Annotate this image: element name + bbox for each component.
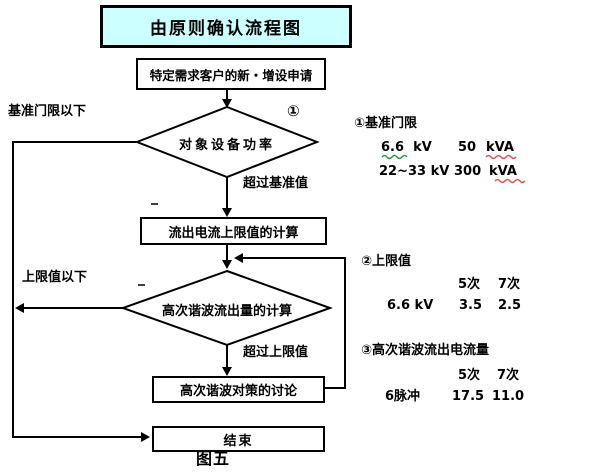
decision2-label: 高次谐波流出量的计算 [161,304,292,319]
note3-row1-value1: 17.5 [452,389,485,404]
flow-process2-label: 高次谐波对策的讨论 [179,384,297,399]
flow-process1-box: 流出电流上限值的计算 [140,217,327,245]
note1-row1-label: 6.6 kV [381,140,432,155]
note2-col1-header: 5次 [458,277,481,292]
arrowhead-into-decision1 [222,99,232,108]
connector-feedback-loop [241,257,346,389]
flow-process1-label: 流出电流上限值的计算 [168,225,299,241]
note2-heading: ②上限值 [361,254,412,269]
note3-col2-header: 7次 [497,368,520,383]
arrowhead-decision2-no [15,303,24,313]
decision1-label: 对象设备功率 [178,138,275,153]
green-squiggle-66kv [381,154,408,160]
arrowhead-into-process1 [222,208,232,217]
arrowhead-into-process2 [222,367,232,376]
arrowhead-into-decision2 [222,260,232,269]
figure-caption: 图五 [196,449,231,468]
flow-start-label: 特定需求客户的新・增设申请 [149,67,313,83]
page-title: 由原则确认流程图 [100,5,352,48]
flow-process2-box: 高次谐波对策的讨论 [152,376,325,403]
decision2-no-label: 上限值以下 [22,270,88,285]
note3-row1-label: 6脉冲 [385,389,421,404]
note1-row1-value: 50 [458,140,477,155]
decision1-no-label: 基准门限以下 [8,104,87,119]
note3-col1-header: 5次 [458,368,481,383]
note2-row1-value1: 3.5 [459,298,483,313]
arrowhead-into-end-box [141,432,150,442]
decision1-ref-marker: ① [287,102,300,120]
note1-row2-label: 22~33 kV [379,164,450,179]
decision1-diamond [134,105,320,179]
red-squiggle-kva-row2 [494,178,526,184]
note1-row1-unit: kVA [486,140,514,155]
note2-row1-value2: 2.5 [498,298,522,313]
note2-row1-label: 6.6 kV [387,298,434,313]
note1-heading: ①基准门限 [354,116,418,131]
arrowhead-feedback [234,253,243,263]
note3-heading: ③高次谐波流出电流量 [361,343,490,358]
note2-col2-header: 7次 [498,277,521,292]
note1-row2-value: 300 [454,164,482,179]
decision2-yes-label: 超过上限值 [243,345,309,360]
flow-end-label: 结束 [223,433,254,449]
red-squiggle-kva-row1 [485,154,517,160]
note3-row1-value2: 11.0 [492,389,525,404]
decision2-diamond [120,269,333,347]
note1-row2-unit: kVA [489,164,517,179]
connector-decision1-no-path [12,141,143,438]
flow-start-box: 特定需求客户的新・增设申请 [136,58,326,90]
page-title-text: 由原则确认流程图 [150,19,302,39]
flow-end-box: 结束 [152,426,325,452]
decision1-yes-label: 超过基准值 [243,176,309,191]
